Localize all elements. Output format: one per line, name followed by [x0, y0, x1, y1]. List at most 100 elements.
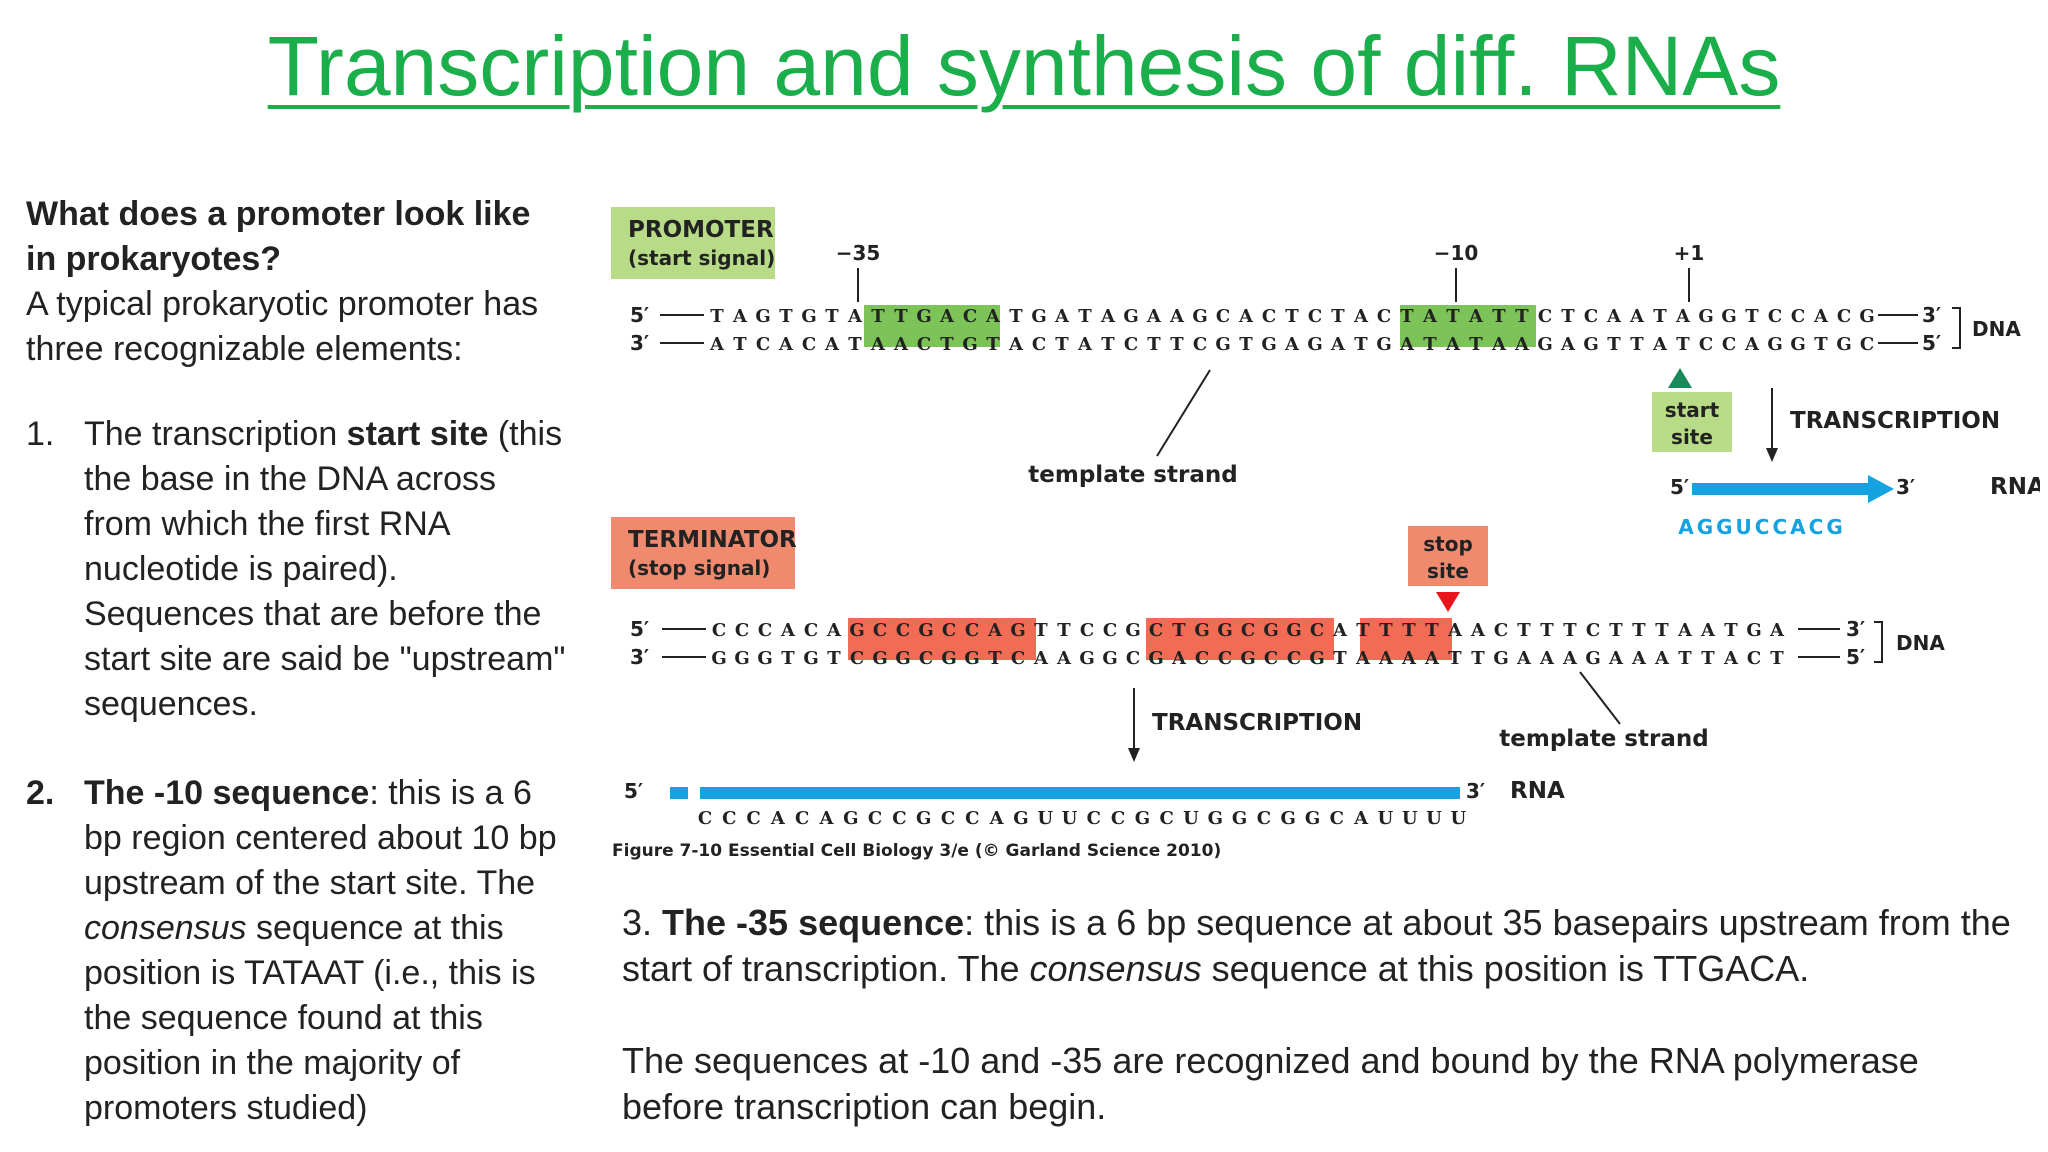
nucleotide: A	[826, 620, 842, 641]
nucleotide: G	[843, 808, 858, 829]
nucleotide: A	[819, 808, 835, 829]
nucleotide: T	[1354, 334, 1368, 355]
nucleotide: A	[1424, 648, 1440, 669]
nucleotide: G	[916, 808, 931, 829]
nucleotide: C	[873, 620, 887, 641]
list-item-start-site: 1. The transcription start site (this th…	[26, 412, 566, 727]
nucleotide: G	[1261, 334, 1276, 355]
nucleotide: T	[733, 334, 747, 355]
nucleotide: C	[712, 620, 726, 641]
terminator-label-box	[611, 517, 795, 589]
strand-end-label: 3′	[630, 645, 649, 669]
nucleotide: A	[1008, 334, 1024, 355]
terminator-gc-highlight-1	[848, 618, 1036, 660]
nucleotide: A	[847, 306, 863, 327]
nucleotide: A	[1769, 620, 1785, 641]
nucleotide: C	[1768, 306, 1782, 327]
nucleotide: C	[722, 808, 736, 829]
figure-caption: Figure 7-10 Essential Cell Biology 3/e (…	[612, 841, 1221, 861]
nucleotide: A	[1353, 808, 1369, 829]
nucleotide: U	[1378, 808, 1394, 829]
nucleotide: A	[1631, 648, 1647, 669]
nucleotide: T	[1676, 334, 1690, 355]
nucleotide: G	[1079, 648, 1094, 669]
nucleotide: G	[1010, 620, 1025, 641]
nucleotide: A	[1422, 306, 1438, 327]
rna-5-label: 5′	[624, 779, 643, 803]
nucleotide: G	[1493, 648, 1508, 669]
nucleotide: T	[1446, 306, 1460, 327]
strand-end-label: 5′	[630, 617, 649, 641]
stop-site-label: stop	[1423, 532, 1473, 556]
nucleotide: T	[827, 648, 841, 669]
nucleotide: A	[939, 306, 955, 327]
nucleotide: C	[1262, 306, 1276, 327]
nucleotide: A	[824, 334, 840, 355]
rna-5-label: 5′	[1670, 475, 1689, 499]
nucleotide: G	[1746, 620, 1761, 641]
nucleotide: U	[1037, 808, 1053, 829]
nucleotide: T	[1724, 620, 1738, 641]
nucleotide: C	[698, 808, 712, 829]
nucleotide: G	[734, 648, 749, 669]
para-italic: consensus	[1029, 948, 1202, 989]
nucleotide: C	[1160, 808, 1174, 829]
nucleotide: G	[1232, 808, 1247, 829]
nucleotide: A	[770, 808, 786, 829]
nucleotide: A	[1146, 306, 1162, 327]
rna-bar-start	[670, 787, 688, 799]
nucleotide: A	[1562, 648, 1578, 669]
nucleotide: C	[1494, 620, 1508, 641]
nucleotide: A	[1355, 648, 1371, 669]
nucleotide: C	[1330, 808, 1344, 829]
nucleotide: A	[780, 620, 796, 641]
nucleotide: T	[1540, 620, 1554, 641]
nucleotide: G	[895, 648, 910, 669]
nucleotide: C	[735, 620, 749, 641]
nucleotide: T	[1515, 306, 1529, 327]
nucleotide: T	[1034, 620, 1048, 641]
list-number: 1.	[26, 415, 55, 453]
dna-label: DNA	[1896, 631, 1945, 655]
nucleotide: G	[1215, 334, 1230, 355]
item-bold: The -10 sequence	[84, 774, 370, 812]
nucleotide: T	[986, 334, 1000, 355]
nucleotide: A	[1100, 306, 1116, 327]
para-bold: The -35 sequence	[662, 902, 965, 943]
list-item-minus10: 2. The -10 sequence: this is a 6 bp regi…	[26, 771, 566, 1131]
stop-site-label: site	[1427, 559, 1469, 583]
stop-site-triangle	[1436, 592, 1460, 612]
nucleotide: G	[1305, 808, 1320, 829]
nucleotide: T	[779, 306, 793, 327]
nucleotide: G	[872, 648, 887, 669]
nucleotide: A	[1491, 334, 1507, 355]
nucleotide: G	[1208, 808, 1223, 829]
promoter-sublabel: (start signal)	[628, 246, 775, 270]
strand-end-label: 5′	[1846, 645, 1865, 669]
nucleotide: T	[1630, 334, 1644, 355]
transcription-label: TRANSCRIPTION	[1152, 710, 1362, 736]
nucleotide: A	[1723, 648, 1739, 669]
nucleotide: T	[1448, 648, 1462, 669]
nucleotide: T	[1356, 620, 1370, 641]
nucleotide: C	[941, 808, 955, 829]
rna-3-label: 3′	[1466, 779, 1485, 803]
nucleotide: C	[1747, 648, 1761, 669]
nucleotide: T	[1055, 334, 1069, 355]
recognition-paragraph: The sequences at -10 and -35 are recogni…	[622, 1040, 1919, 1127]
nucleotide: G	[918, 620, 933, 641]
nucleotide: A	[1677, 620, 1693, 641]
nucleotide: C	[1216, 306, 1230, 327]
nucleotide: A	[1468, 306, 1484, 327]
nucleotide: T	[1402, 620, 1416, 641]
nucleotide: G	[801, 306, 816, 327]
nucleotide: C	[1264, 648, 1278, 669]
template-pointer	[1156, 369, 1211, 457]
item-text: (this the base in the DNA across from wh…	[84, 415, 566, 723]
nucleotide: G	[964, 648, 979, 669]
nucleotide: T	[871, 306, 885, 327]
nucleotide: C	[1860, 334, 1874, 355]
nucleotide: A	[1330, 334, 1346, 355]
nucleotide: C	[868, 808, 882, 829]
